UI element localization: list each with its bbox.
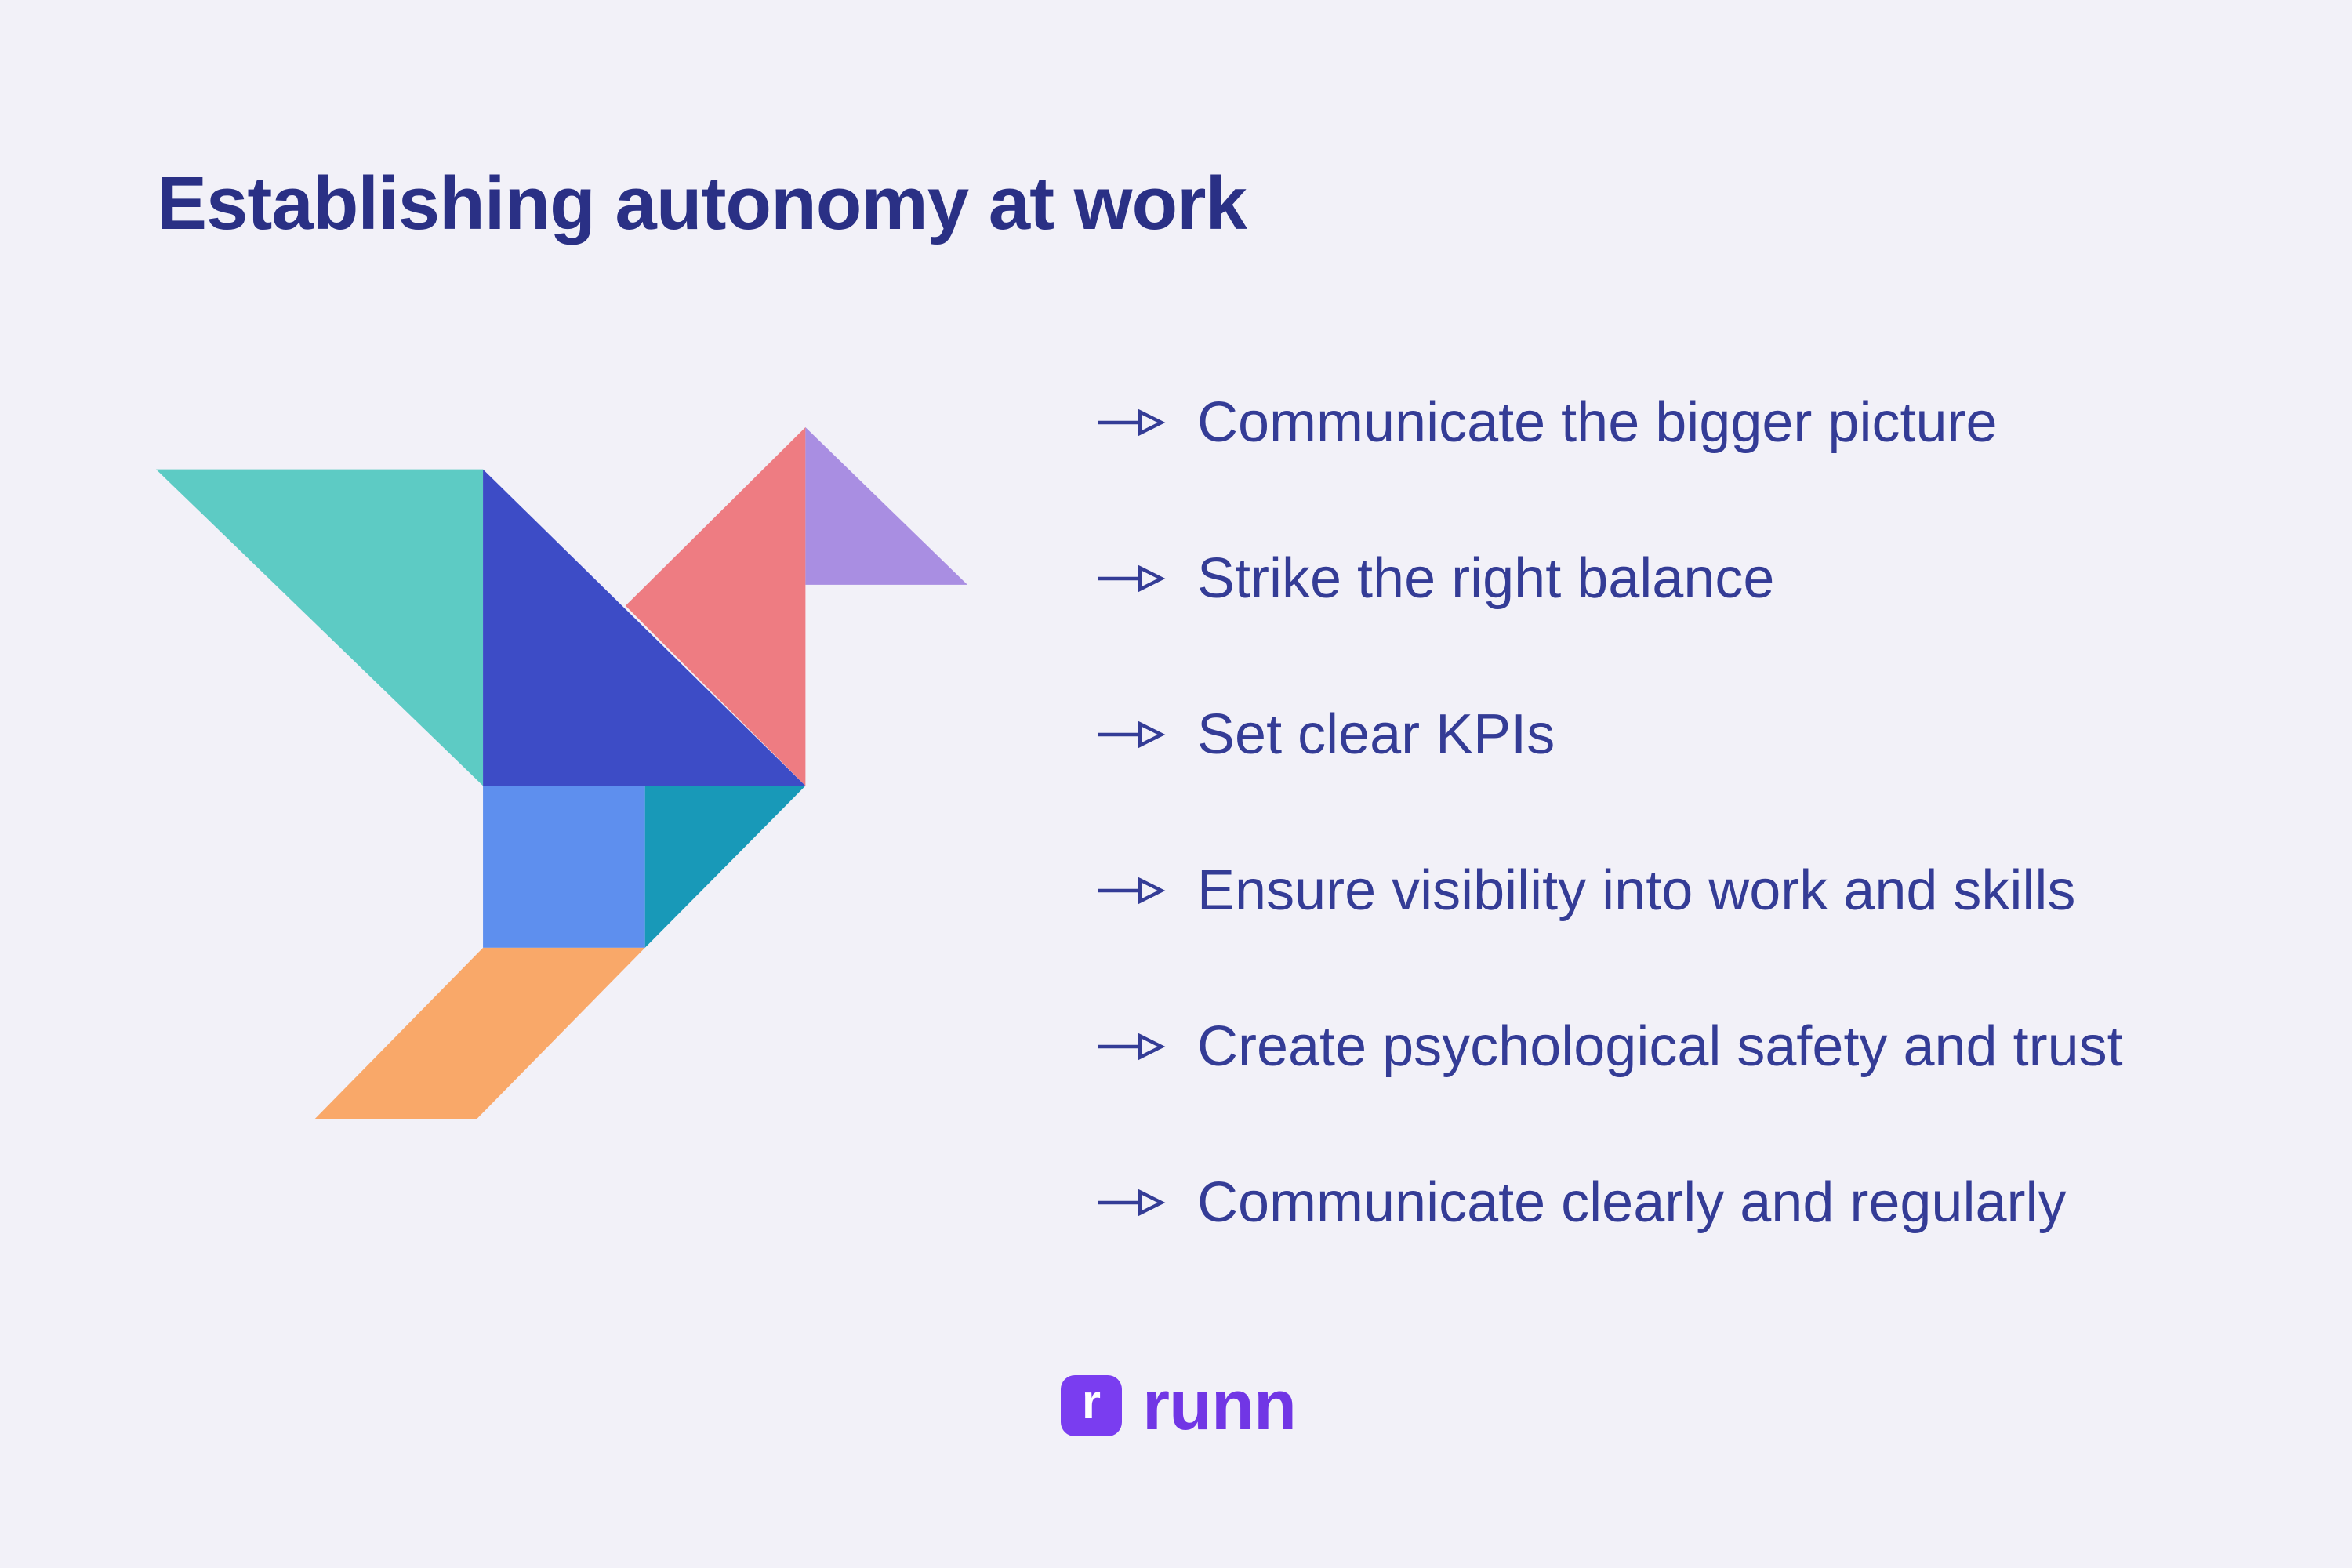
arrow-right-open-icon	[1098, 1033, 1166, 1061]
runn-logo: r runn	[1061, 1367, 1297, 1445]
tangram-bird-illustration	[156, 427, 967, 1119]
arrow-right-open-icon	[1098, 564, 1166, 593]
list-item-label: Ensure visibility into work and skills	[1197, 859, 2076, 922]
list-item-label: Set clear KPIs	[1197, 703, 1555, 766]
runn-logo-text: runn	[1142, 1367, 1297, 1445]
list-item: Create psychological safety and trust	[1095, 1011, 2123, 1083]
list-item: Strike the right balance	[1095, 543, 2123, 615]
tangram-head-shape	[805, 427, 967, 585]
list-item: Ensure visibility into work and skills	[1095, 855, 2123, 927]
page-title: Establishing autonomy at work	[157, 162, 1247, 245]
list-item: Communicate clearly and regularly	[1095, 1167, 2123, 1239]
tangram-tail-shape	[314, 947, 645, 1119]
list-item-label: Communicate clearly and regularly	[1197, 1171, 2067, 1234]
list-item: Set clear KPIs	[1095, 699, 2123, 771]
tangram-body-shape	[483, 469, 806, 786]
tangram-neck-shape	[625, 427, 806, 786]
list-item-label: Communicate the bigger picture	[1197, 391, 1998, 454]
arrow-right-open-icon	[1098, 720, 1166, 749]
tangram-leg-shape	[644, 786, 806, 948]
arrow-right-open-icon	[1098, 408, 1166, 437]
runn-logo-glyph: r	[1081, 1375, 1102, 1429]
list-item-label: Create psychological safety and trust	[1197, 1015, 2123, 1078]
list-item-label: Strike the right balance	[1197, 547, 1775, 610]
arrow-right-open-icon	[1098, 877, 1166, 905]
tangram-belly-shape	[483, 786, 645, 948]
key-points-list: Communicate the bigger picture Strike th…	[1095, 387, 2123, 1239]
tangram-wing-shape	[156, 469, 484, 786]
runn-logo-icon: r	[1061, 1375, 1122, 1436]
arrow-right-open-icon	[1098, 1189, 1166, 1217]
list-item: Communicate the bigger picture	[1095, 387, 2123, 459]
